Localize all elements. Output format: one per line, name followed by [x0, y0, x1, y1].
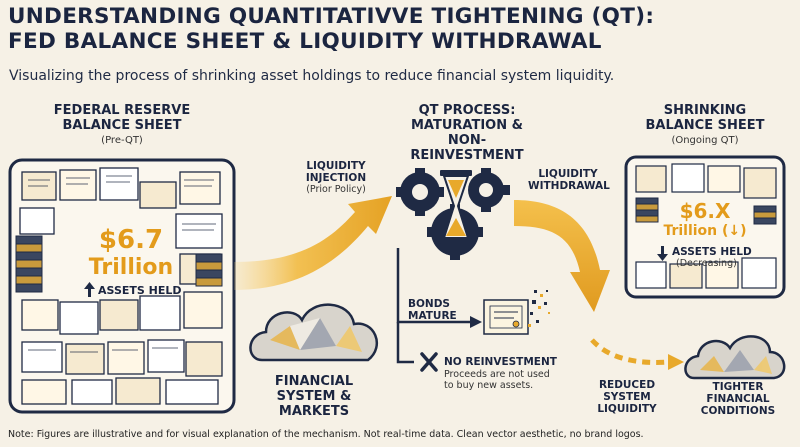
injection-sub: (Prior Policy)	[306, 184, 366, 195]
left-balance-sheet-panel	[8, 158, 236, 414]
liquidity-injection-label: Liquidity Injection (Prior Policy)	[296, 160, 376, 195]
left-amount-line-1: $6.7	[98, 225, 164, 255]
qt-heading-line-1: QT Process:	[418, 103, 516, 118]
process-flow-lines	[396, 248, 470, 364]
footnote: Note: Figures are illustrative and for v…	[8, 429, 644, 440]
withdrawal-line-1: Liquidity	[538, 168, 598, 180]
left-heading-line-2: Balance Sheet	[62, 118, 182, 133]
reduced-line-2: System	[603, 391, 651, 403]
page-subtitle: Visualizing the process of shrinking ass…	[9, 68, 615, 84]
liquidity-injection-arrow	[234, 196, 392, 290]
bonds-line-1: Bonds	[408, 298, 450, 310]
bonds-line-2: Mature	[408, 310, 457, 322]
dissolving-particles	[528, 290, 550, 327]
right-panel-heading: Shrinking Balance Sheet	[626, 103, 784, 133]
reduced-liquidity-label: Reduced System Liquidity	[592, 379, 662, 415]
tighter-conditions-label: Tighter Financial Conditions	[690, 381, 786, 417]
binder-stack-left	[15, 235, 43, 293]
left-panel-sub: (Pre-QT)	[101, 135, 143, 146]
no-reinvestment-x-icon	[420, 352, 438, 372]
left-heading-line-1: Federal Reserve	[53, 103, 191, 118]
no-reinvest-sub-2: to buy new assets.	[444, 380, 534, 391]
hourglass-icon	[440, 170, 472, 244]
reduced-line-1: Reduced	[598, 379, 656, 391]
asset-documents-left	[19, 167, 223, 405]
left-amount-line-2: Trillion	[88, 255, 174, 280]
arrow-up-icon	[84, 282, 95, 297]
arrow-down-icon	[657, 246, 668, 261]
right-assets-held-label: Assets Held	[672, 246, 752, 258]
right-amount-line-1: $6.X	[679, 199, 731, 223]
page-title: Understanding Quantitativve Tightening (…	[8, 4, 798, 54]
right-balance-sheet-panel	[624, 155, 786, 299]
left-amount: $6.7 Trillion	[76, 226, 186, 282]
markets-line-1: Financial	[274, 374, 354, 389]
qt-heading-line-3: Non-Reinvestment	[410, 133, 524, 163]
right-heading-line-1: Shrinking	[663, 103, 747, 118]
binder-stack-right	[195, 253, 223, 287]
no-reinvestment-sub: Proceeds are not used to buy new assets.	[444, 369, 550, 391]
left-assets-held-label: Assets Held	[98, 284, 182, 297]
tighter-line-2: Financial	[706, 393, 770, 405]
title-line-2: Fed Balance Sheet & Liquidity Withdrawal	[8, 29, 602, 54]
no-reinvestment-label: No Reinvestment	[444, 356, 557, 368]
title-line-1: Understanding Quantitativve Tightening (…	[8, 4, 655, 29]
bonds-mature-label: Bonds Mature	[408, 298, 457, 322]
right-amount-line-2: Trillion (↓)	[663, 223, 747, 239]
liquidity-withdrawal-arrow	[514, 200, 610, 312]
bond-certificate-icon	[483, 299, 529, 335]
right-heading-line-2: Balance Sheet	[645, 118, 765, 133]
right-panel-sub: (Ongoing QT)	[671, 135, 739, 146]
liquidity-withdrawal-label: Liquidity Withdrawal	[528, 168, 610, 192]
markets-line-2: System &	[276, 389, 352, 404]
withdrawal-line-2: Withdrawal	[528, 180, 610, 192]
markets-line-3: Markets	[278, 404, 350, 419]
no-reinvest-sub-1: Proceeds are not used	[444, 369, 550, 380]
financial-system-label: Financial System & Markets	[254, 374, 374, 419]
cloud-facets	[270, 318, 362, 352]
right-assets-sub: (Decreasing)	[676, 258, 737, 269]
tighter-line-3: Conditions	[700, 405, 776, 417]
right-amount: $6.X Trillion (↓)	[650, 200, 760, 240]
reduced-line-3: Liquidity	[597, 403, 657, 415]
left-panel-heading: Federal Reserve Balance Sheet	[10, 103, 234, 133]
injection-line-2: Injection	[305, 172, 367, 184]
dashed-arrow	[590, 338, 669, 365]
qt-heading-line-2: Maturation &	[411, 118, 523, 133]
tighter-line-1: Tighter	[712, 381, 764, 393]
injection-line-1: Liquidity	[306, 160, 366, 172]
qt-process-heading: QT Process: Maturation & Non-Reinvestmen…	[392, 103, 542, 163]
